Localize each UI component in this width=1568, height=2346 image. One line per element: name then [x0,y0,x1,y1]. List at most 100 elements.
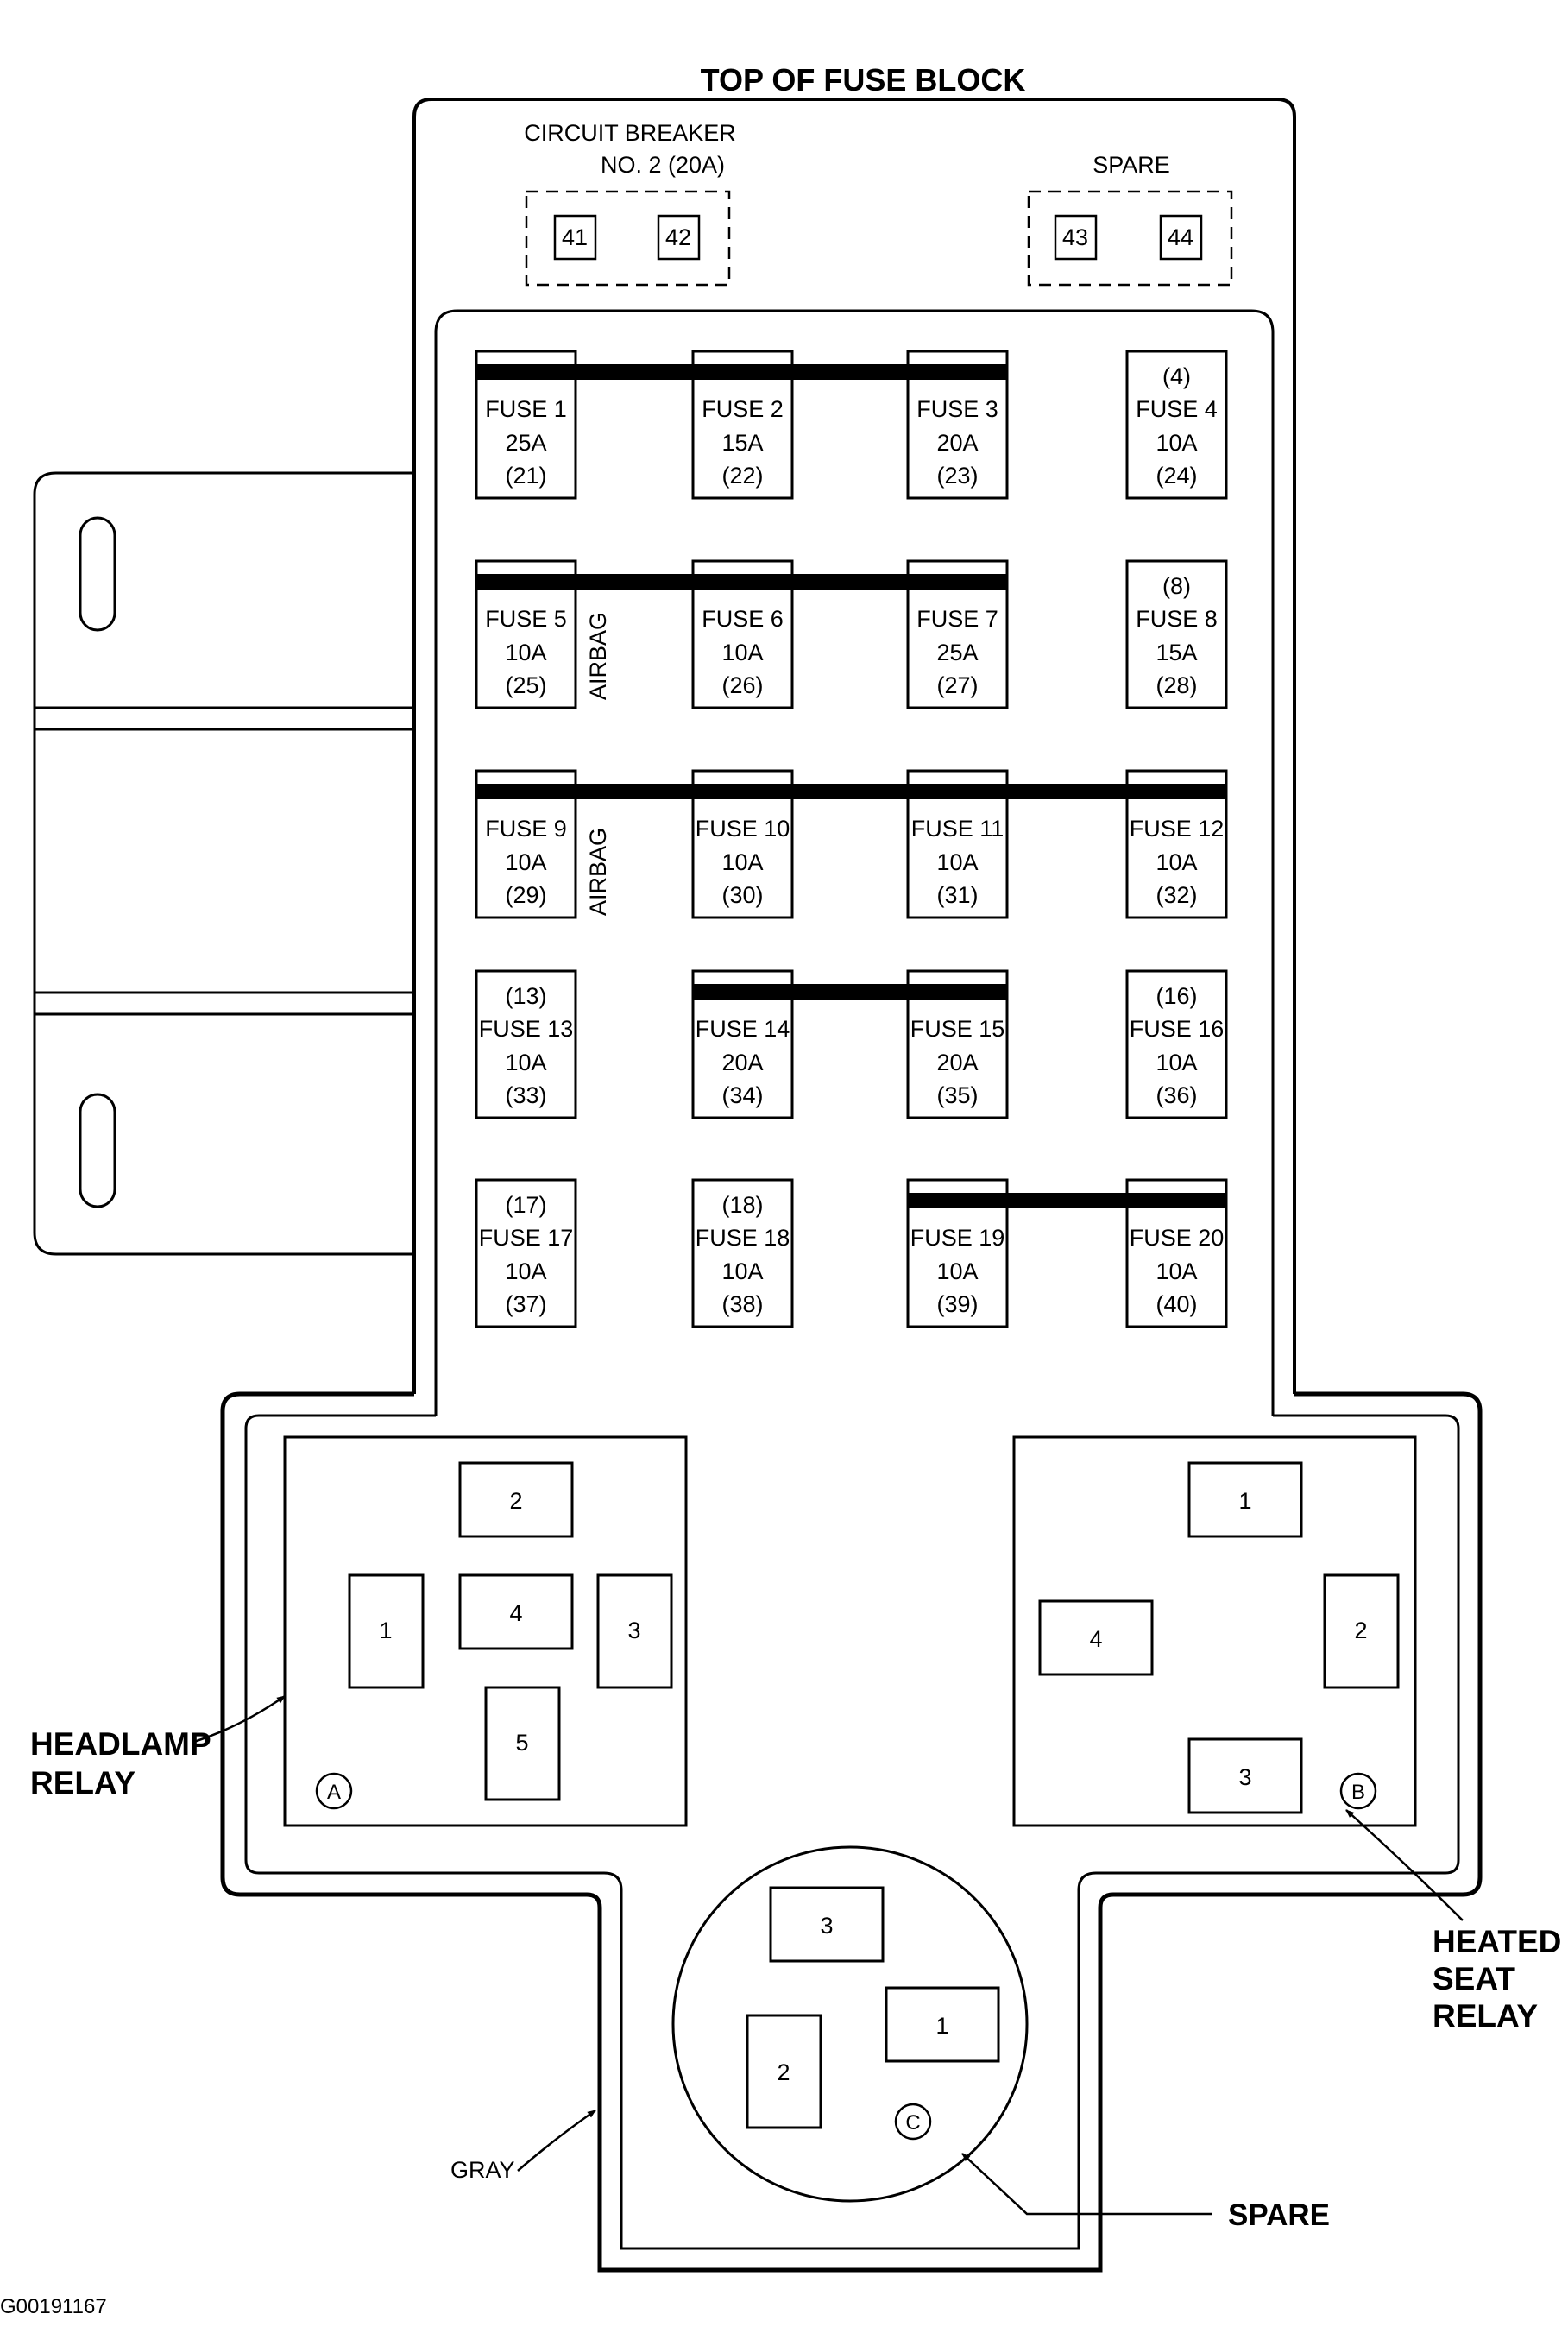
relay-c-pin-3 [769,1886,885,1963]
relay-housing-inner [244,1414,1460,2250]
relay-c-pin-2 [746,2014,822,2129]
fuse-body [1125,350,1228,500]
fuse-rating: 25A [936,640,978,665]
fuse-rating: 15A [721,430,763,456]
fuse-name: FUSE 13 [479,1016,574,1042]
fuse-rating: 20A [721,1050,763,1075]
fuse-rating: 10A [936,849,978,875]
fuse-name: FUSE 16 [1130,1016,1225,1042]
relay-c-pin-1 [885,1986,1000,2063]
mounting-slot-lower [79,1093,116,1208]
gray-arrow [517,2109,596,2172]
fuse-area-panel [434,309,1275,1416]
relay-c: 3 1 2 C [671,1845,1029,2203]
fuse-name: FUSE 8 [1136,606,1218,632]
fuse-rating: 10A [505,849,546,875]
relay-a-pin-4-label: 4 [509,1600,522,1626]
fuse-name: FUSE 15 [910,1016,1005,1042]
circuit-breaker-outline [525,190,731,287]
fuse-name: FUSE 5 [485,606,567,632]
fuse-top-label: (17) [505,1192,546,1218]
heated-seat-relay-callout: HEATED SEAT RELAY [1345,1809,1561,2034]
circuit-breaker-rating: NO. 2 (20A) [601,152,725,178]
relay-b-pin-4 [1038,1599,1154,1676]
fuse-name: FUSE 18 [696,1225,790,1251]
relay-b-letter-circle [1339,1772,1377,1810]
spare-relay-callout: SPARE [961,2153,1330,2232]
fuse-top-label: (13) [505,983,546,1009]
fuse-rating: 10A [1156,1050,1197,1075]
relay-b-pin-1-label: 1 [1238,1488,1251,1514]
gray-callout: GRAY [450,2109,596,2183]
fuse-rating: 15A [1156,640,1197,665]
relay-b-pin-2-label: 2 [1354,1618,1367,1643]
fuse-body [475,969,577,1119]
fuse-name: FUSE 20 [1130,1225,1225,1251]
relay-c-letter-circle [894,2103,932,2141]
fuse-name: FUSE 9 [485,816,567,842]
fuse-cavity: (22) [721,463,763,489]
airbag-label: AIRBAG [585,612,611,700]
fuse-cavity: (30) [721,882,763,908]
fuse-rating: 20A [936,430,978,456]
fuse-name: FUSE 19 [910,1225,1005,1251]
relay-b-outline [1012,1435,1417,1827]
fuse-body [475,1178,577,1328]
relay-a-pin-4 [458,1573,574,1650]
fuse-cavity: (24) [1156,463,1197,489]
fuse-cavity: (32) [1156,882,1197,908]
fuse-rating: 10A [721,849,763,875]
spare-arrow [961,2153,1212,2216]
fuse-top-label: (8) [1162,573,1191,599]
figure-id: G00191167 [0,2295,107,2318]
fuse-cavity: (36) [1156,1082,1197,1108]
fuse-name: FUSE 17 [479,1225,574,1251]
bus-bar [693,984,1007,1000]
fuse-rating: 25A [505,430,546,456]
mounting-bracket [33,471,414,1256]
relay-a-letter-circle [315,1772,353,1810]
terminal-44-label: 44 [1168,224,1193,250]
headlamp-callout-line1: HEADLAMP [30,1726,211,1762]
headlamp-relay-callout: HEADLAMP RELAY [30,1694,286,1800]
fuse-rating: 10A [1156,430,1197,456]
fuse-cavity: (29) [505,882,546,908]
circuit-breaker-label: CIRCUIT BREAKER [524,120,736,146]
fuse-cavity: (28) [1156,672,1197,698]
relay-c-outline [671,1845,1029,2203]
fuse-cavity: (26) [721,672,763,698]
fuse-rating: 10A [721,1258,763,1284]
relay-b-pin-2 [1323,1573,1400,1689]
fuse-rating: 10A [936,1258,978,1284]
relay-housing-outer [220,1391,1483,2273]
terminal-44 [1159,214,1203,261]
relay-a-pin-2 [458,1461,574,1538]
gray-callout-label: GRAY [450,2157,515,2183]
fuse-rating: 10A [505,1258,546,1284]
fuse-rating: 10A [505,1050,546,1075]
terminal-43-label: 43 [1062,224,1088,250]
fuse-rating: 10A [1156,1258,1197,1284]
spare-callout-label: SPARE [1228,2198,1330,2232]
relay-c-pin-3-label: 3 [820,1913,833,1939]
bus-bar [476,784,1226,799]
airbag-label: AIRBAG [585,828,611,916]
spare-top-label: SPARE [1093,152,1170,178]
headlamp-callout-line2: RELAY [30,1765,135,1800]
terminal-41-label: 41 [562,224,588,250]
fuse-cavity: (34) [721,1082,763,1108]
relay-c-letter: C [905,2111,920,2135]
bus-bar [476,364,1007,380]
fuse-name: FUSE 6 [702,606,784,632]
fuse-body [1125,559,1228,709]
heated-callout-line2: SEAT [1433,1961,1515,1996]
fuse-name: FUSE 11 [911,816,1004,842]
fuse-name: FUSE 4 [1136,396,1218,422]
fuse-body [691,1178,794,1328]
fuse-cavity: (40) [1156,1291,1197,1317]
relay-a-pin-5-label: 5 [515,1730,528,1756]
fuse-name: FUSE 2 [702,396,784,422]
diagram-title: TOP OF FUSE BLOCK [701,62,1026,98]
relay-b-pin-3 [1187,1737,1303,1814]
